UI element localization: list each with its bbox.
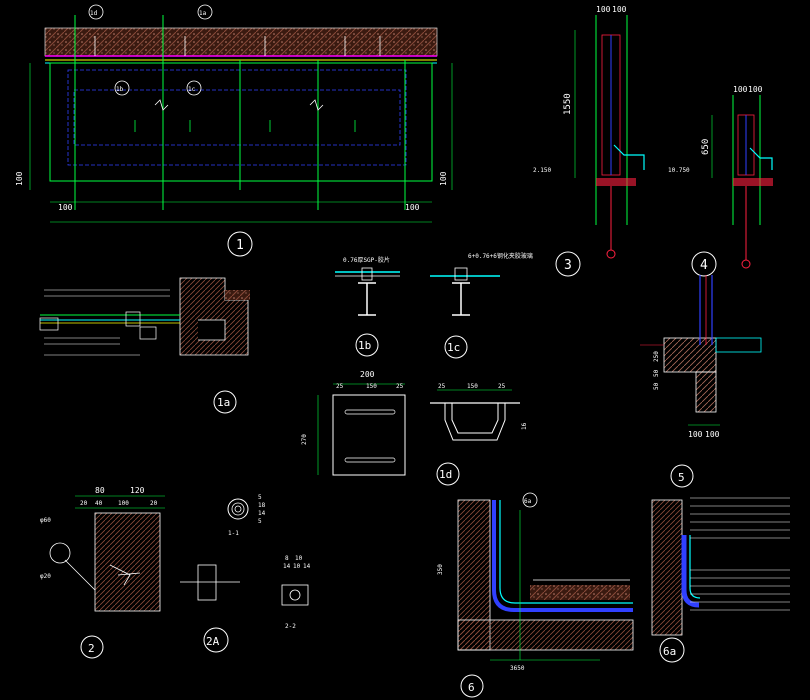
v1d-plate-dim-b: 150 [366,383,377,390]
view-4-section: 100 100 650 10.750 4 [668,85,773,277]
svg-text:1c: 1c [188,86,196,93]
view-1a-detail: 1a [39,277,250,414]
v2a-dim-b: 18 [258,502,266,509]
v2a-sec2-dim-b: 10 [295,555,303,562]
view-6a-label-bubble[interactable]: 6a [659,637,685,663]
callout-1d[interactable]: 1d [88,4,104,20]
v4-dim-top-left: 100 [733,85,748,94]
svg-text:1b: 1b [358,339,371,352]
v1d-clip-dim-c: 25 [498,383,506,390]
callout-1b[interactable]: 1b [114,80,130,96]
v1-dim-bottom-right: 100 [405,203,420,212]
view-1c-detail: 6+0.76+6钢化夹胶玻璃 1c [430,252,533,359]
v1d-plate-dim-left: 270 [301,434,308,445]
svg-text:1c: 1c [447,341,460,354]
svg-text:1d: 1d [90,10,98,17]
v2-dim-sub-d: 20 [150,500,158,507]
v2-dim-top-b: 120 [130,486,145,495]
svg-text:5: 5 [678,471,685,484]
v2a-dim-d: 5 [258,518,262,525]
v2a-dim-a: 5 [258,494,262,501]
v1d-clip-dim-a: 25 [438,383,446,390]
v4-level: 10.750 [668,167,690,174]
view-6a-detail: 6a [651,497,790,663]
v3-dim-top-right: 100 [612,5,627,14]
view-5-detail: 100 100 250 50 50 5 [640,275,762,488]
v1d-plate-dim-c: 25 [396,383,404,390]
v3-dim-top-left: 100 [596,5,611,14]
v1-dim-bottom-left: 100 [58,203,73,212]
svg-text:3: 3 [564,258,572,273]
svg-text:1a: 1a [217,396,230,409]
view-1d-detail: 200 25 150 25 270 25 150 25 16 1d [301,370,528,486]
view-2a-detail: 1-1 5 18 14 5 8 10 14 10 14 2-2 2A [180,494,311,653]
v2a-dim-c: 14 [258,510,266,517]
v3-dim-height: 1550 [563,93,573,115]
view-1c-label-bubble[interactable]: 1c [444,335,468,359]
view-1d-label-bubble[interactable]: 1d [436,462,460,486]
glass-frame [49,62,433,182]
svg-text:6a: 6a [524,498,532,505]
view-1b-detail: 0.76厚SGP-胶片 1b [335,256,400,357]
v2a-section-label: 1-1 [228,530,239,537]
v1d-clip-dim-right: 16 [521,422,528,430]
v5-dim-bottom-right: 100 [705,430,720,439]
view-6-label-bubble[interactable]: 6 [460,674,484,698]
svg-text:1d: 1d [439,468,452,481]
callout-6a[interactable]: 6a [522,492,538,508]
v1-dim-right: 100 [439,171,448,186]
view-3-section: 100 100 1550 2.150 3 [533,5,645,277]
svg-text:1a: 1a [199,10,207,17]
svg-text:1: 1 [236,238,244,253]
v2-note-phi60: φ60 [40,517,51,524]
v6-dim-bottom: 3650 [510,665,525,672]
view-4-label-bubble[interactable]: 4 [691,251,717,277]
v2-dim-sub-a: 20 [80,500,88,507]
v4-dim-top-right: 100 [748,85,763,94]
view-1-elevation: 100 100 100 100 1d 1a 1b 1c 1 [15,4,453,257]
v2a-sec2-dim-e: 14 [303,563,311,570]
v1-dim-left: 100 [15,171,24,186]
svg-text:2: 2 [88,642,95,655]
v1d-plate-dim-a: 25 [336,383,344,390]
v5-dim-bottom-left: 100 [688,430,703,439]
v5-dim-left-b: 50 [653,369,660,377]
view-3-label-bubble[interactable]: 3 [555,251,581,277]
svg-text:2A: 2A [206,635,220,648]
v2a-sec2-dim-c: 14 [283,563,291,570]
v5-dim-left-c: 50 [653,382,660,390]
v2-note-phi20: φ20 [40,573,51,580]
view-1-label-bubble[interactable]: 1 [227,231,253,257]
view-2-label-bubble[interactable]: 2 [80,635,104,659]
v2-dim-top-a: 80 [95,486,105,495]
v2a-sec2-dim-d: 10 [293,563,301,570]
v1d-clip-dim-b: 150 [467,383,478,390]
v4-dim-height: 650 [701,139,711,155]
svg-text:6a: 6a [663,645,676,658]
soil-band [44,27,438,57]
v1c-note-top: 6+0.76+6钢化夹胶玻璃 [468,252,533,260]
v3-level: 2.150 [533,167,551,174]
svg-text:1b: 1b [116,86,124,93]
v1b-note-top: 0.76厚SGP-胶片 [343,256,390,264]
svg-text:6: 6 [468,681,475,694]
view-1a-label-bubble[interactable]: 1a [213,390,237,414]
v2a-section-label-2: 2-2 [285,623,296,630]
v5-dim-left-a: 250 [653,351,660,362]
v6-dim-left: 350 [437,564,444,575]
v2-dim-sub-b: 40 [95,500,103,507]
svg-text:4: 4 [700,258,708,273]
view-1b-label-bubble[interactable]: 1b [355,333,379,357]
callout-1c[interactable]: 1c [186,80,202,96]
view-2a-label-bubble[interactable]: 2A [203,627,229,653]
v1d-plate-dim-top: 200 [360,370,375,379]
view-2-detail: 80 120 20 40 100 20 φ60 φ20 2 [40,486,165,659]
v2-dim-sub-c: 100 [118,500,129,507]
v2a-sec2-dim-a: 8 [285,555,289,562]
view-5-label-bubble[interactable]: 5 [670,464,694,488]
callout-1a[interactable]: 1a [197,4,213,20]
view-6-detail: 3650 350 6a 6 [437,492,634,698]
